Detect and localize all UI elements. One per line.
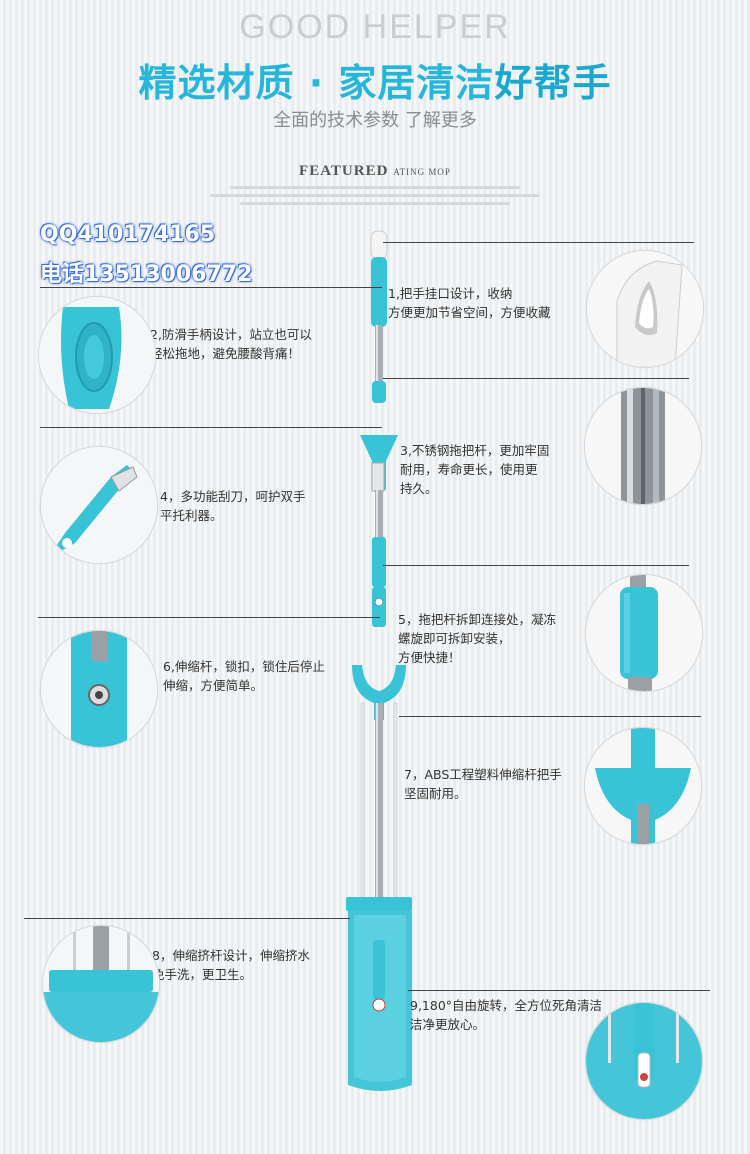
feature-1-line (383, 242, 694, 243)
decor-line (230, 186, 520, 189)
feature-7-line (399, 716, 701, 717)
feature-6-text: 6,伸缩杆，锁扣，锁住后停止 伸缩，方便简单。 (163, 659, 325, 693)
feature-2-line (40, 287, 382, 288)
chinese-title-main: 精选材质 · 家居清洁 (138, 61, 495, 105)
english-title: GOOD HELPER (239, 8, 511, 46)
lock-icon (40, 630, 158, 748)
featured-small: ATING MOP (393, 167, 451, 177)
feature-6-line (38, 617, 380, 618)
feature-4-text: 4，多功能刮刀，呵护双手 平托利器。 (160, 489, 306, 523)
chinese-title: 精选材质 · 家居清洁好帮手 (0, 52, 750, 107)
decor-line (240, 202, 510, 205)
mop-product-image (346, 230, 412, 1091)
hook-handle-icon (586, 250, 704, 368)
feature-8-text: 8，伸缩挤杆设计，伸缩挤水 免手洗，更卫生。 (152, 948, 310, 982)
decor-line (210, 194, 540, 197)
feature-4-line (40, 427, 382, 428)
scraper-icon (40, 446, 158, 564)
phone-watermark: 电话13513006772 (40, 262, 253, 287)
feature-7-text: 7，ABS工程塑料伸缩杆把手 坚固耐用。 (404, 767, 562, 801)
feature-3-line (383, 378, 689, 379)
squeeze-icon (42, 925, 160, 1043)
featured-label: FEATURED ATING MOP (0, 163, 750, 180)
feature-5-line (383, 565, 689, 566)
feature-2-text: 2,防滑手柄设计，站立也可以 轻松拖地，避免腰酸背痛！ (150, 327, 312, 361)
feature-1-text: 1,把手挂口设计，收纳 方便更加节省空间，方便收藏 (388, 286, 551, 320)
feature-3-text: 3,不锈钢拖把杆，更加牢固 耐用，寿命更长，使用更 持久。 (400, 443, 550, 496)
feature-8-line (24, 918, 350, 919)
chinese-title-highlight: 好帮手 (494, 61, 612, 105)
feature-5-text: 5，拖把杆拆卸连接处，凝冻 螺旋即可拆卸安装， 方便快捷！ (398, 612, 556, 665)
rotate-head-icon (585, 1002, 703, 1120)
abs-handle-icon (584, 727, 702, 845)
connector-icon (585, 574, 703, 692)
subtitle: 全面的技术参数 了解更多 (273, 110, 477, 131)
grip-handle-icon (38, 296, 156, 414)
qq-watermark: QQ410174165 (40, 222, 216, 247)
feature-9-text: 9,180°自由旋转，全方位死角清洁 洁净更放心。 (410, 998, 603, 1032)
feature-9-line (408, 990, 710, 991)
featured-main: FEATURED (299, 163, 389, 179)
steel-rod-icon (584, 387, 702, 505)
